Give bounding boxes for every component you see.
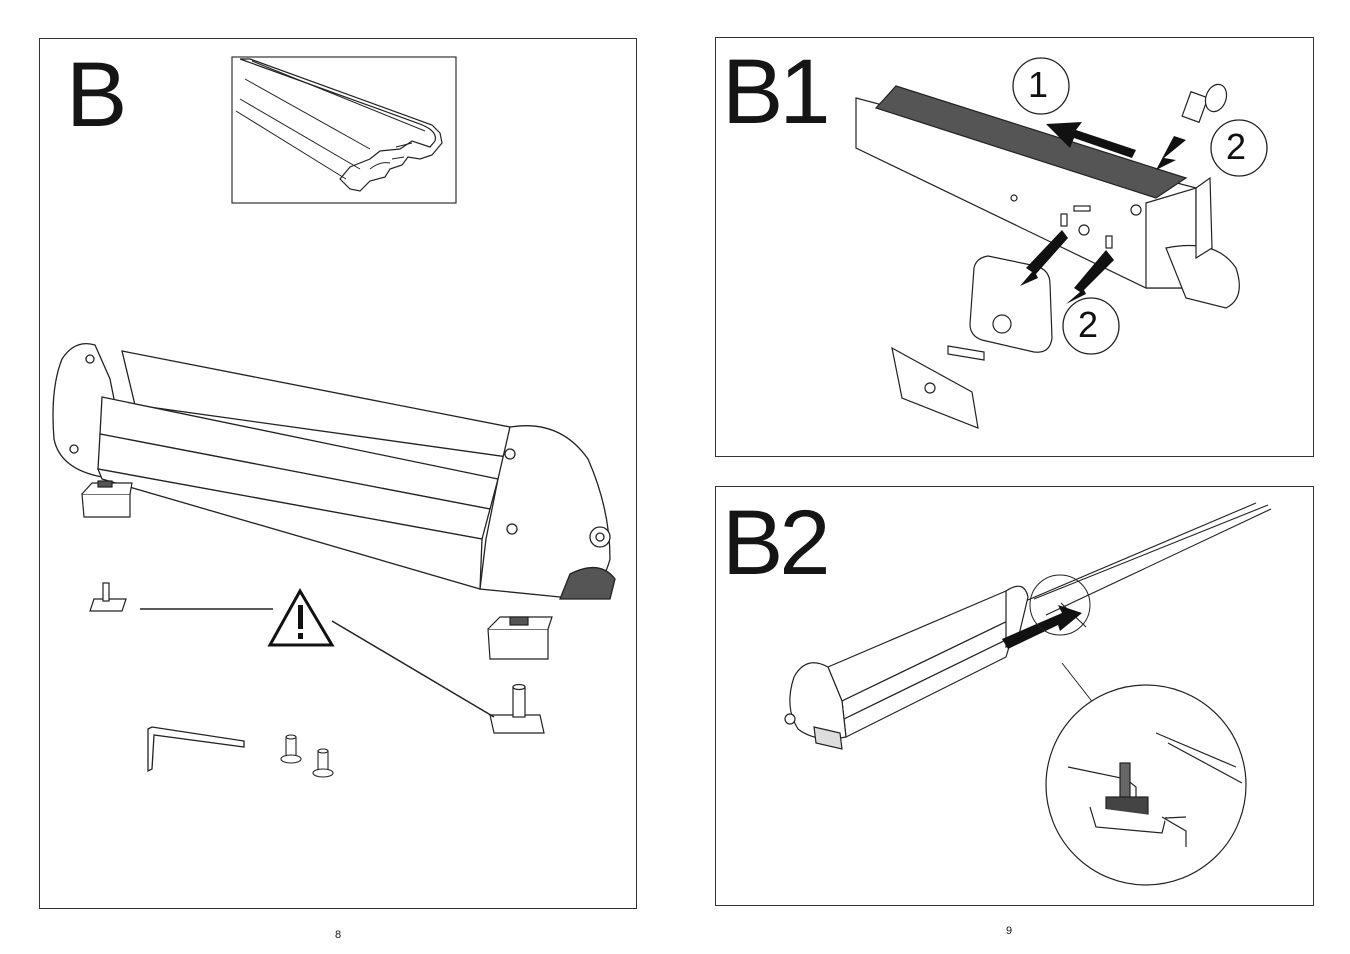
callout-1: 1 [1028, 64, 1048, 106]
panel-b1-illustration [716, 38, 1314, 457]
warning-triangle-icon [140, 591, 494, 717]
carrier-on-bar [785, 586, 1028, 749]
detail-circle [1046, 685, 1246, 885]
page-number-left: 8 [335, 929, 341, 941]
panel-b-illustration [40, 39, 637, 909]
hex-key [148, 727, 244, 771]
small-bolts [281, 735, 333, 777]
ski-carrier [53, 344, 615, 599]
bolt-plate [892, 348, 978, 428]
panel-b2-illustration [716, 487, 1314, 906]
page-number-right: 9 [1006, 925, 1012, 937]
rail-profile-inset [232, 57, 456, 203]
rivet-cap [1182, 81, 1230, 122]
panel-b1: B1 [715, 37, 1314, 457]
roof-bar [1016, 503, 1271, 627]
callout-2-top: 2 [1226, 126, 1246, 168]
panel-b2: B2 [715, 486, 1314, 906]
t-bolts [90, 583, 544, 733]
rail-section [856, 86, 1196, 288]
callout-2-bottom: 2 [1078, 304, 1098, 346]
panel-b: B [39, 38, 637, 909]
